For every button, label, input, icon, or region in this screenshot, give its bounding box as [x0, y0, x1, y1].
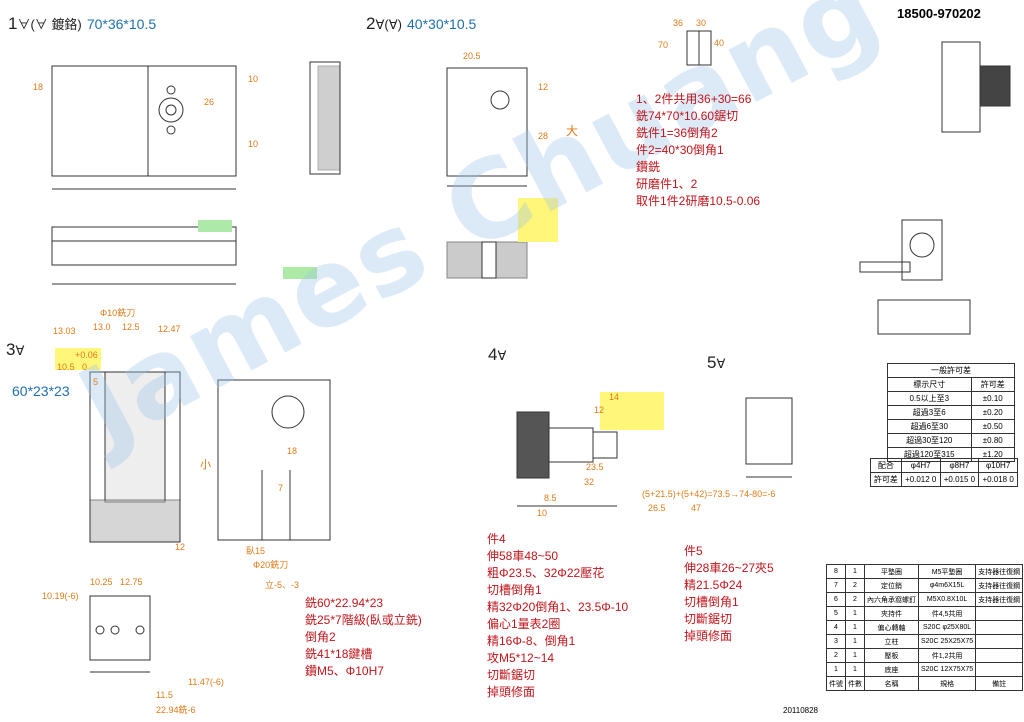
- tolerance-title: 一般許可差: [887, 363, 1015, 378]
- dim-7: 7: [278, 483, 284, 493]
- dim-formula: (5+21.5)+(5+42)=73.5→74-80=-6: [642, 489, 776, 499]
- dim-18: 18: [33, 82, 44, 92]
- dim-11-47: 11.47(-6): [188, 677, 224, 687]
- dim-15: 臥15: [246, 546, 266, 556]
- notes-part-4: 件4 伸58車48~50 粗Φ23.5、32Φ22壓花 切槽倒角1 精32Φ20…: [487, 532, 629, 699]
- dim-12-p3: 12: [175, 542, 186, 552]
- sketch-70: 70: [658, 40, 669, 50]
- dim-14: 14: [609, 392, 620, 402]
- dim-20-5: 20.5: [463, 51, 481, 61]
- dim-8-5: 8.5: [544, 493, 557, 503]
- table-row: 0.5以上至3±0.10: [887, 391, 1016, 406]
- dim-10-p4: 10: [537, 508, 548, 518]
- notes-part-5: 件5 伸28車26~27夾5 精21.5Φ24 切槽倒角1 切斷鋸切 掉頭修面: [684, 544, 774, 643]
- dim-10-5: 10.5: [57, 362, 75, 372]
- dim-0: 0: [82, 362, 88, 372]
- dim-12-p4: 12: [594, 405, 605, 415]
- dim-12-5: 12.5: [122, 322, 140, 332]
- tolerance-table: 一般許可差 標示尺寸許可差 0.5以上至3±0.10 超過3至6±0.20 超過…: [887, 363, 1016, 462]
- part-1-heading: 1∀(∀ 鍍鉻) 70*36*10.5: [8, 14, 157, 33]
- dim-10a: 10: [248, 74, 259, 84]
- dim-10-25: 10.25: [90, 577, 113, 587]
- dim-5: 5: [93, 377, 99, 387]
- dim-23-5: 23.5: [586, 462, 604, 472]
- date-stamp: 20110828: [783, 706, 818, 715]
- dim-22-94: 22.94銑-6: [156, 705, 196, 715]
- dim-da: 大: [566, 124, 579, 138]
- dim-12-75: 12.75: [120, 577, 143, 587]
- part-4-heading: 4∀: [488, 345, 507, 364]
- table-row: 超過3至6±0.20: [887, 405, 1016, 420]
- dim-11-5: 11.5: [156, 690, 173, 700]
- notes-part-1-2: 1、2件共用36+30=66 銑74*70*10.60鋸切 銑件1=36倒角2 …: [636, 92, 761, 208]
- dim-plus006: +0.06: [75, 350, 98, 360]
- part-3-heading: 3∀: [6, 340, 25, 359]
- dim-phi10: Φ10銑刀: [100, 308, 136, 318]
- dim-18-p3: 18: [287, 446, 298, 456]
- dim-13-03: 13.03: [53, 326, 76, 336]
- document-number: 18500-970202: [897, 6, 981, 21]
- dim-12: 12: [538, 82, 549, 92]
- notes-part-3: 銑60*22.94*23 銑25*7階級(臥或立銑) 倒角2 銑41*18鍵槽 …: [305, 596, 422, 678]
- table-row: 超過30至120±0.80: [887, 433, 1016, 448]
- table-row: 超過6至30±0.50: [887, 419, 1016, 434]
- dim-li: 立-5、-3: [265, 580, 300, 590]
- dim-32: 32: [584, 477, 595, 487]
- dim-47: 47: [691, 503, 702, 513]
- layout-sketch: [686, 30, 712, 66]
- part-5-heading: 5∀: [707, 353, 726, 372]
- dim-26-5: 26.5: [648, 503, 666, 513]
- part-3-size: 60*23*23: [12, 383, 70, 399]
- dim-10-19: 10.19(-6): [42, 591, 79, 601]
- part-2-heading: 2∀(∀) 40*30*10.5: [366, 14, 477, 33]
- dim-26: 26: [204, 97, 215, 107]
- dim-13-0: 13.0: [93, 322, 111, 332]
- dim-10b: 10: [248, 139, 259, 149]
- sketch-40: 40: [714, 38, 725, 48]
- dim-small: 小: [200, 459, 211, 471]
- dim-28: 28: [538, 131, 549, 141]
- dim-phi20: Φ20銑刀: [253, 560, 289, 570]
- sketch-36: 36: [673, 18, 684, 28]
- sketch-30: 30: [696, 18, 707, 28]
- dim-12-47: 12.47: [158, 324, 181, 334]
